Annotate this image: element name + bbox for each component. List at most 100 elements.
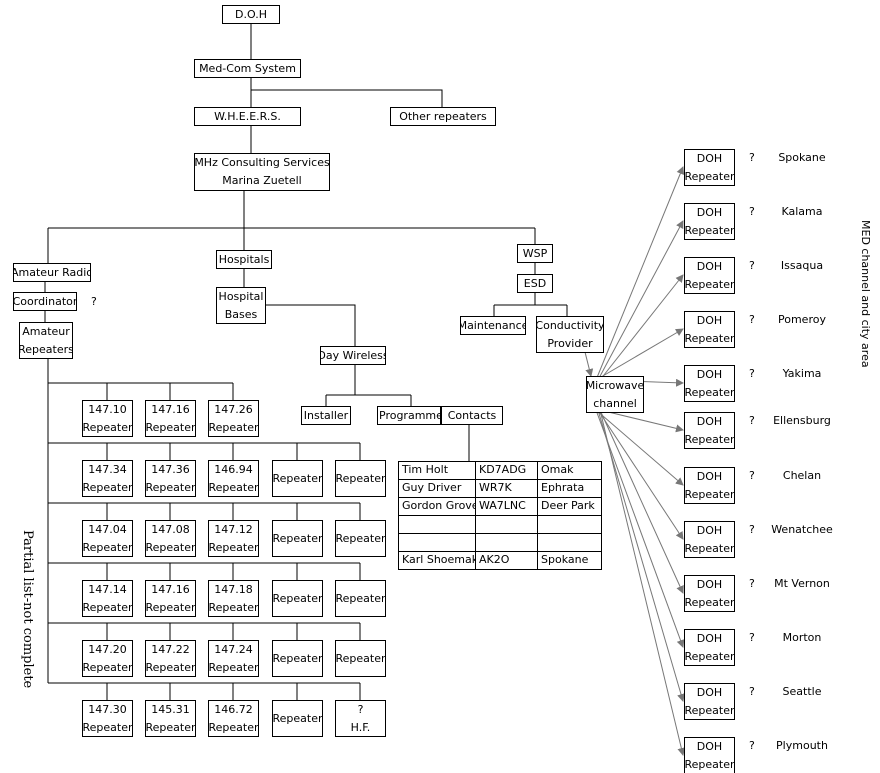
doh-repeater-box: DOH Repeater (684, 257, 735, 294)
installer-box: Installer (301, 406, 351, 425)
repeater-box: 147.24 Repeater (208, 640, 259, 677)
contacts-cell (537, 533, 602, 552)
contacts-cell: Tim Holt (398, 461, 476, 480)
city-name: Chelan (782, 469, 822, 482)
arrow-to-microwave (584, 351, 594, 377)
repeater-box: Repeater (272, 520, 323, 557)
arrow-to-doh-repeater (599, 274, 684, 381)
doh-repeater-box: DOH Repeater (684, 683, 735, 720)
maintenance-box: Maintenance (460, 316, 526, 335)
question-mark: ? (749, 631, 755, 644)
question-mark: ? (749, 313, 755, 326)
arrow-to-doh-repeater (595, 409, 685, 648)
doh-repeater-box: DOH Repeater (684, 203, 735, 240)
repeater-box: 146.94 Repeater (208, 460, 259, 497)
arrow-to-doh-repeater (599, 409, 684, 594)
question-mark: ? (749, 367, 755, 380)
question-mark: ? (749, 523, 755, 536)
doh-repeater-box: DOH Repeater (684, 311, 735, 348)
repeater-box: 146.72 Repeater (208, 700, 259, 737)
city-name: Kalama (781, 205, 823, 218)
repeater-box: 147.16 Repeater (145, 580, 196, 617)
repeater-box: 147.10 Repeater (82, 400, 133, 437)
programmer-box: Programmer (377, 406, 441, 425)
contacts-cell: Gordon Grove (398, 497, 476, 516)
repeater-box: 147.12 Repeater (208, 520, 259, 557)
contacts-cell: Spokane (537, 551, 602, 570)
arrow-to-doh-repeater (599, 409, 684, 433)
question-mark: ? (749, 739, 755, 752)
med-channel-label: MED channel and city area (859, 220, 872, 368)
contacts-cell: Guy Driver (398, 479, 476, 498)
repeater-box: Repeater (335, 520, 386, 557)
doh-repeater-box: DOH Repeater (684, 629, 735, 666)
wheers-box: W.H.E.E.R.S. (194, 107, 301, 126)
doh-repeater-box: DOH Repeater (684, 575, 735, 612)
contacts-cell (398, 533, 476, 552)
coordinator-question: ? (91, 295, 97, 308)
link-other-repeaters (251, 89, 443, 107)
repeater-box: Repeater (272, 640, 323, 677)
repeater-box: Repeater (272, 700, 323, 737)
question-mark: ? (749, 151, 755, 164)
mhz-consulting-box: MHz Consulting Services Marina Zuetell (194, 153, 330, 191)
city-name: Issaqua (780, 259, 824, 272)
repeater-box: 147.26 Repeater (208, 400, 259, 437)
doh-repeater-box: DOH Repeater (684, 149, 735, 186)
contacts-cell: Karl Shoemak (398, 551, 476, 570)
wsp-box: WSP (517, 244, 553, 263)
contacts-cell: AK2O (475, 551, 538, 570)
doh-repeater-box: DOH Repeater (684, 365, 735, 402)
question-mark: ? (749, 469, 755, 482)
med-com-system-box: Med-Com System (194, 59, 301, 78)
question-mark: ? (749, 414, 755, 427)
repeater-box: 147.22 Repeater (145, 640, 196, 677)
repeater-box: 147.34 Repeater (82, 460, 133, 497)
repeater-box: Repeater (335, 580, 386, 617)
city-name: Yakima (782, 367, 822, 380)
amateur-repeaters-box: Amateur Repeaters (19, 322, 73, 359)
repeater-box: 147.08 Repeater (145, 520, 196, 557)
microwave-channel-box: Microwave channel (586, 376, 644, 413)
doh-box: D.O.H (222, 5, 280, 24)
repeater-box: 147.20 Repeater (82, 640, 133, 677)
contacts-cell: Ephrata (537, 479, 602, 498)
repeater-box: Repeater (335, 460, 386, 497)
contacts-cell: Deer Park (537, 497, 602, 516)
contacts-cell (475, 533, 538, 552)
repeater-box: ? H.F. (335, 700, 386, 737)
conductivity-provider-box: Conductivity Provider (536, 316, 604, 353)
arrow-to-doh-repeater (595, 409, 684, 486)
day-wireless-box: Day Wireless (320, 346, 386, 365)
repeater-box: Repeater (272, 580, 323, 617)
contacts-cell: Omak (537, 461, 602, 480)
repeater-box: Repeater (272, 460, 323, 497)
partial-list-label: Partial list-not complete (20, 530, 35, 689)
hospital-bases-box: Hospital Bases (216, 287, 266, 324)
link-day-wireless (266, 304, 356, 346)
city-name: Wenatchee (771, 523, 833, 536)
arrow-to-doh-repeater (595, 166, 685, 381)
arrow-to-doh-repeater (599, 409, 686, 756)
doh-repeater-box: DOH Repeater (684, 467, 735, 504)
contacts-box: Contacts (441, 406, 503, 425)
hospitals-box: Hospitals (216, 250, 272, 269)
question-mark: ? (749, 685, 755, 698)
contacts-cell: KD7ADG (475, 461, 538, 480)
contacts-cell: WR7K (475, 479, 538, 498)
city-name: Morton (782, 631, 822, 644)
contacts-cell: WA7LNC (475, 497, 538, 516)
repeater-box: 147.36 Repeater (145, 460, 196, 497)
other-repeaters-box: Other repeaters (390, 107, 496, 126)
city-name: Spokane (778, 151, 826, 164)
repeater-box: 147.14 Repeater (82, 580, 133, 617)
contacts-cell (398, 515, 476, 534)
question-mark: ? (749, 205, 755, 218)
repeater-box: 147.04 Repeater (82, 520, 133, 557)
city-name: Seattle (782, 685, 822, 698)
amateur-radio-box: Amateur Radio (13, 263, 91, 282)
repeater-box: 147.18 Repeater (208, 580, 259, 617)
contacts-cell (537, 515, 602, 534)
